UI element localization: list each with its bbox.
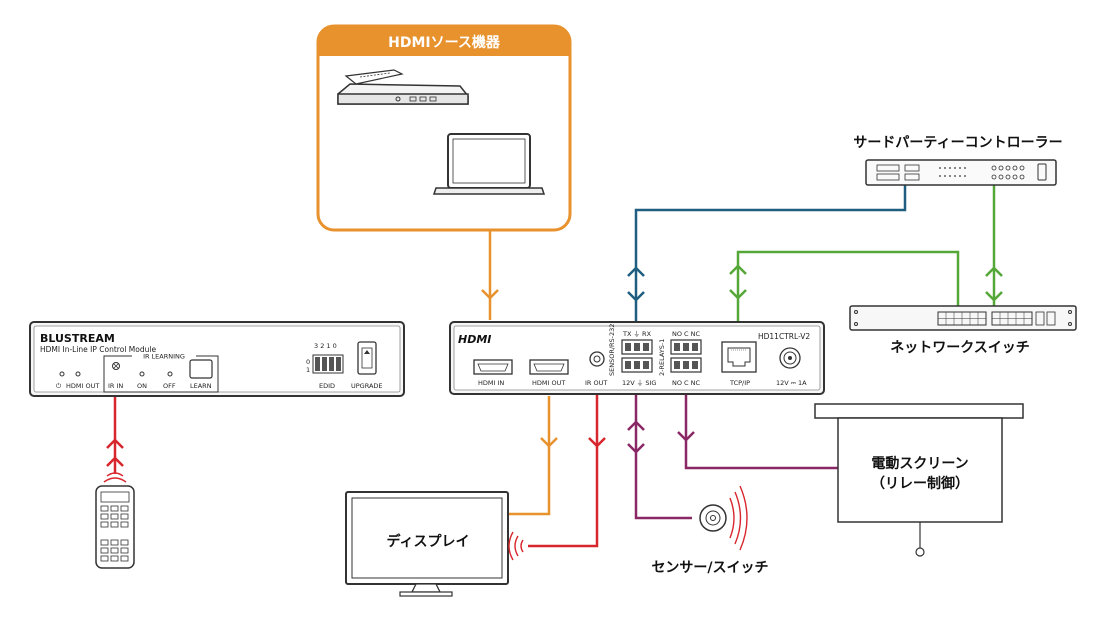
network-switch-icon bbox=[849, 305, 1077, 331]
connector-sig-to-sensor bbox=[627, 383, 692, 520]
module-ir-in-label: IR IN bbox=[108, 382, 123, 390]
hdmi-source-box: HDMIソース機器 bbox=[316, 24, 572, 232]
display-label: ディスプレイ bbox=[386, 533, 469, 550]
nocnc-bottom-label: NO C NC bbox=[672, 379, 701, 387]
connector-relay-to-screen bbox=[677, 386, 838, 470]
third-party-controller-icon bbox=[865, 159, 1057, 186]
ir-receiver-icon bbox=[112, 362, 120, 370]
set-top-box-icon bbox=[337, 69, 469, 105]
ip-control-module: BLUSTREAM HDMI In-Line IP Control Module… bbox=[29, 321, 405, 397]
module-subtitle: HDMI In-Line IP Control Module bbox=[40, 345, 156, 354]
hd11ctrl-device: HDMI HD11CTRL-V2 HDMI IN HDMI OUT IR OUT… bbox=[449, 321, 825, 395]
off-led-icon bbox=[167, 371, 173, 377]
sensor-label: センサー/スイッチ bbox=[651, 560, 768, 576]
module-learn-label: LEARN bbox=[190, 382, 212, 390]
connector-source-to-hdmi-in bbox=[481, 230, 499, 320]
relay-1-terminal-block bbox=[670, 357, 702, 373]
sensor-terminal-block bbox=[621, 357, 653, 373]
controller-label: サードパーティーコントローラー bbox=[853, 135, 1062, 151]
laptop-icon bbox=[432, 133, 546, 195]
network-switch-label: ネットワークスイッチ bbox=[890, 340, 1030, 356]
connector-hdmi-out-to-display bbox=[506, 396, 558, 516]
dip-label-0: 0 bbox=[306, 358, 310, 366]
sig-label: 12V ⏚ SIG bbox=[622, 379, 656, 387]
upgrade-label: UPGRADE bbox=[351, 382, 383, 390]
module-hdmi-out-label: HDMI OUT bbox=[66, 382, 99, 390]
relay-2-terminal-block bbox=[670, 339, 702, 355]
ir-learning-label: IR LEARNING bbox=[143, 353, 185, 361]
connector-remote-to-ir-in bbox=[106, 382, 124, 474]
edid-label: EDID bbox=[319, 382, 335, 390]
hdmi-in-label: HDMI IN bbox=[478, 379, 504, 387]
ir-out-label: IR OUT bbox=[585, 379, 607, 387]
electric-screen-icon bbox=[814, 403, 1024, 557]
module-off-label: OFF bbox=[163, 382, 176, 390]
nocnc-top-label: NO C NC bbox=[672, 330, 701, 338]
module-brand: BLUSTREAM bbox=[40, 332, 115, 345]
hdmi-logo: HDMI bbox=[458, 333, 491, 346]
relays-label: 2-RELAYS-1 bbox=[658, 339, 666, 376]
hdmi-source-title: HDMIソース機器 bbox=[388, 34, 501, 51]
screen-label-line1: 電動スクリーン bbox=[871, 455, 968, 472]
connector-ir-out-to-display bbox=[528, 386, 606, 548]
tcpip-label: TCP/IP bbox=[729, 379, 750, 387]
dip-numbers: 3 2 1 0 bbox=[314, 342, 337, 350]
ir-out-jack bbox=[589, 351, 605, 367]
power-jack bbox=[779, 347, 801, 369]
rs232-terminal-block bbox=[621, 339, 653, 355]
module-on-label: ON bbox=[137, 382, 147, 390]
dip-label-1: 1 bbox=[306, 366, 310, 374]
tx-rx-label: TX ⏚ RX bbox=[622, 330, 652, 338]
connector-rs232-to-controller bbox=[627, 185, 907, 325]
connector-tcpip-to-switch bbox=[729, 250, 960, 340]
usb-port-icon bbox=[357, 341, 377, 375]
hdmi-out-led-icon bbox=[75, 371, 81, 377]
device-model: HD11CTRL-V2 bbox=[758, 332, 810, 341]
power-label: 12V ⎓ 1A bbox=[776, 379, 807, 387]
power-icon: ⏻ bbox=[56, 382, 61, 390]
hdmi-out-label: HDMI OUT bbox=[532, 379, 565, 387]
display-icon bbox=[345, 491, 509, 597]
screen-label-line2: （リレー制御） bbox=[871, 475, 969, 492]
power-led-icon bbox=[59, 371, 65, 377]
display-ir-signal-icon bbox=[508, 531, 524, 561]
hdmi-out-port bbox=[529, 359, 569, 375]
connector-controller-to-switch bbox=[985, 185, 1003, 306]
ir-remote-icon bbox=[95, 472, 135, 569]
on-led-icon bbox=[139, 371, 145, 377]
sensor-icon bbox=[699, 485, 748, 551]
edid-dip-switch[interactable] bbox=[312, 354, 344, 374]
hdmi-in-port bbox=[473, 359, 513, 375]
sensor-rs232-label: SENSOR/RS-232 bbox=[608, 324, 616, 376]
learn-button[interactable] bbox=[189, 359, 213, 379]
tcpip-port bbox=[721, 341, 757, 373]
